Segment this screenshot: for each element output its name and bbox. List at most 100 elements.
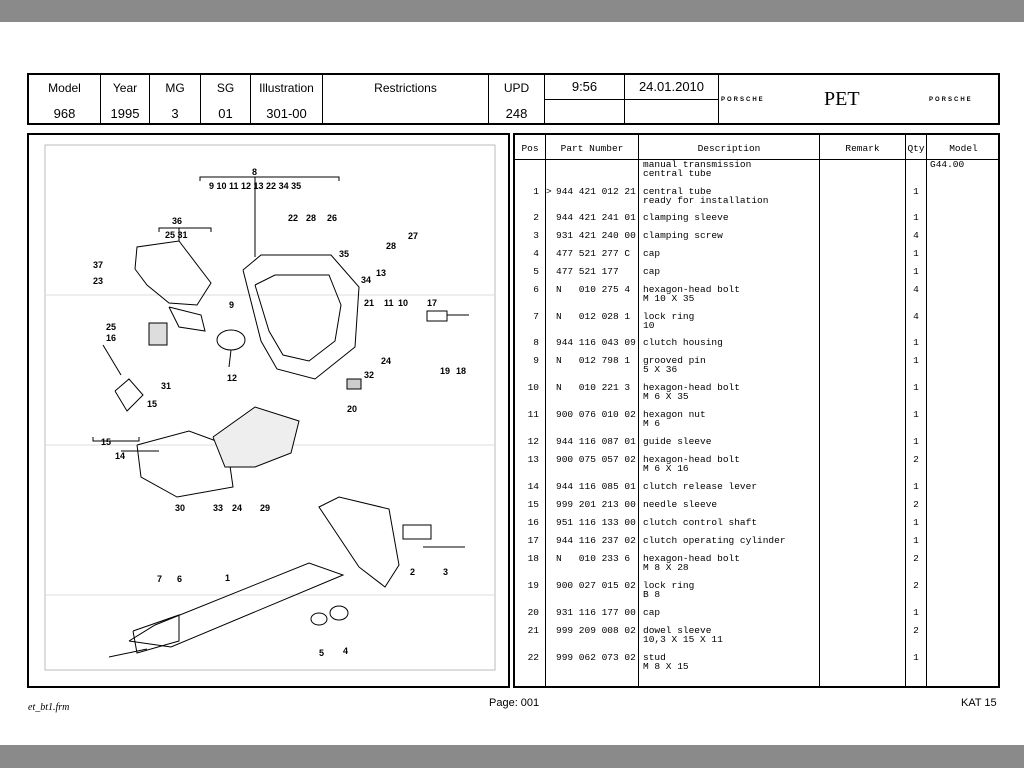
cell-flag: > <box>546 186 552 197</box>
callout-20: 20 <box>347 404 357 414</box>
callout-17: 17 <box>427 298 437 308</box>
header-sg: SG 01 <box>201 75 251 123</box>
callout-34: 34 <box>361 275 371 285</box>
cell-part: N 010 275 4 <box>556 284 631 295</box>
cell-qty: 1 <box>913 409 919 420</box>
cell-desc1: hexagon-head bolt <box>643 454 740 465</box>
group-label-8: 8 <box>252 167 257 177</box>
group-items-36: 25 31 <box>165 230 188 240</box>
cell-qty: 4 <box>913 311 919 322</box>
cell-part: 931 421 240 00 <box>556 230 636 241</box>
cell-part: 900 027 015 02 <box>556 580 636 591</box>
bottom-bar <box>0 745 1024 768</box>
cell-pos: 2 <box>533 212 539 223</box>
cell-desc2: M 8 X 15 <box>643 661 689 672</box>
callout-28b: 28 <box>386 241 396 251</box>
callout-32: 32 <box>364 370 374 380</box>
callout-19: 19 <box>440 366 450 376</box>
cell-desc1: clutch operating cylinder <box>643 535 786 546</box>
col-header-description: Description <box>697 143 761 154</box>
cell-desc1: cap <box>643 266 661 277</box>
cell-part: 999 062 073 02 <box>556 652 636 663</box>
cell-part: 900 075 057 02 <box>556 454 636 465</box>
brand-logo-left: PORSCHE <box>721 97 765 103</box>
cell-desc1: guide sleeve <box>643 436 712 447</box>
cell-desc1: dowel sleeve <box>643 625 712 636</box>
header-brand: PORSCHE PET PORSCHE <box>719 75 998 123</box>
cell-qty: 1 <box>913 337 919 348</box>
group-label-36: 36 <box>172 216 182 226</box>
cell-desc1: lock ring <box>643 311 695 322</box>
cell-desc2: 10 <box>643 320 655 331</box>
cell-qty: 1 <box>913 517 919 528</box>
cell-qty: 2 <box>913 454 919 465</box>
cell-desc1: hexagon nut <box>643 409 706 420</box>
col-header-pos: Pos <box>521 143 539 154</box>
callout-13: 13 <box>376 268 386 278</box>
cell-desc2: ready for installation <box>643 195 769 206</box>
col-header-part-number: Part Number <box>560 143 624 154</box>
callout-15: 15 <box>147 399 157 409</box>
file-name: et_bt1.frm <box>28 702 70 713</box>
cell-part: N 012 798 1 <box>556 355 631 366</box>
cell-part: 951 116 133 00 <box>556 517 636 528</box>
cell-pos: 9 <box>533 355 539 366</box>
cell-desc2: M 6 <box>643 418 661 429</box>
cell-qty: 2 <box>913 553 919 564</box>
cell-desc2: M 6 X 16 <box>643 463 689 474</box>
cell-desc1: central tube <box>643 186 712 197</box>
header-upd: UPD 248 <box>489 75 545 123</box>
cell-desc1: needle sleeve <box>643 499 718 510</box>
callout-6: 6 <box>177 574 182 584</box>
cell-desc1: hexagon-head bolt <box>643 284 740 295</box>
callout-5: 5 <box>319 648 324 658</box>
callout-26: 26 <box>327 213 337 223</box>
cell-pos: 4 <box>533 248 539 259</box>
cell-part: 944 116 043 09 <box>556 337 636 348</box>
callout-24: 24 <box>381 356 391 366</box>
cell-desc2: M 6 X 35 <box>643 391 689 402</box>
cell-qty: 1 <box>913 607 919 618</box>
callout-14: 14 <box>115 451 125 461</box>
cell-desc2: B 8 <box>643 589 661 600</box>
callout-18: 18 <box>456 366 466 376</box>
cell-pos: 6 <box>533 284 539 295</box>
cell-part: 900 076 010 02 <box>556 409 636 420</box>
cell-pos: 21 <box>527 625 539 636</box>
header-time: 9:56 <box>545 75 625 123</box>
cell-desc1: lock ring <box>643 580 695 591</box>
callout-35: 35 <box>339 249 349 259</box>
cell-pos: 11 <box>527 409 539 420</box>
cell-desc1: clamping screw <box>643 230 723 241</box>
header-restrictions: Restrictions <box>323 75 489 123</box>
cell-qty: 2 <box>913 499 919 510</box>
page-title: PET <box>824 88 860 110</box>
callout-15b: 15 <box>101 437 111 447</box>
callout-37: 37 <box>93 260 103 270</box>
cell-part: 944 421 012 21 <box>556 186 636 197</box>
cell-part: 931 116 177 00 <box>556 607 636 618</box>
cell-part: N 010 233 6 <box>556 553 631 564</box>
cell-pos: 10 <box>527 382 539 393</box>
cell-qty: 1 <box>913 652 919 663</box>
callout-24b: 24 <box>232 503 242 513</box>
cell-part: 944 116 087 01 <box>556 436 636 447</box>
callout-33: 33 <box>213 503 223 513</box>
cell-part: 944 116 085 01 <box>556 481 636 492</box>
cell-qty: 1 <box>913 382 919 393</box>
cell-pos: 13 <box>527 454 539 465</box>
cell-qty: 1 <box>913 266 919 277</box>
callout-2: 2 <box>410 567 415 577</box>
header-mg: MG 3 <box>150 75 201 123</box>
header-year: Year 1995 <box>101 75 150 123</box>
cell-qty: 2 <box>913 580 919 591</box>
cell-pos: 19 <box>527 580 539 591</box>
cell-desc1: cap <box>643 248 661 259</box>
callout-7: 7 <box>157 574 162 584</box>
callout-4: 4 <box>343 646 348 656</box>
callout-27: 27 <box>408 231 418 241</box>
callout-23: 23 <box>93 276 103 286</box>
cell-desc1: hexagon-head bolt <box>643 382 740 393</box>
callout-29: 29 <box>260 503 270 513</box>
cell-pos: 16 <box>527 517 539 528</box>
